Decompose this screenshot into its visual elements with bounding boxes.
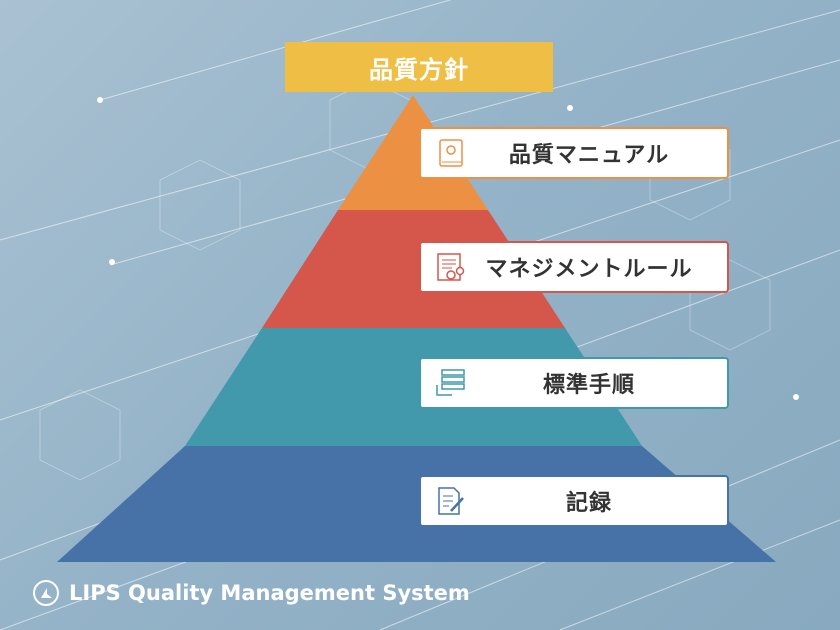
level-label: マネジメントルール — [485, 257, 693, 282]
level-card-quality-manual[interactable]: 品質マニュアル — [419, 127, 729, 179]
level-card-standard-procedures[interactable]: 標準手順 — [419, 357, 729, 409]
manual-book-icon — [421, 138, 481, 168]
level-card-management-rules[interactable]: マネジメントルール — [419, 241, 729, 293]
procedure-list-icon — [421, 368, 481, 398]
rules-document-icon — [421, 252, 481, 282]
level-label: 標準手順 — [542, 373, 635, 398]
record-edit-icon — [421, 486, 481, 516]
footer-brand: LIPS Quality Management System — [33, 580, 470, 606]
pyramid-level-2 — [262, 210, 565, 328]
quality-policy-title: 品質方針 — [285, 42, 553, 92]
level-label: 記録 — [565, 491, 612, 516]
level-label: 品質マニュアル — [508, 143, 670, 168]
pyramid-level-1 — [338, 95, 488, 210]
lips-logo-icon — [33, 580, 59, 606]
level-card-records[interactable]: 記録 — [419, 475, 729, 527]
brand-name: LIPS Quality Management System — [69, 581, 470, 605]
